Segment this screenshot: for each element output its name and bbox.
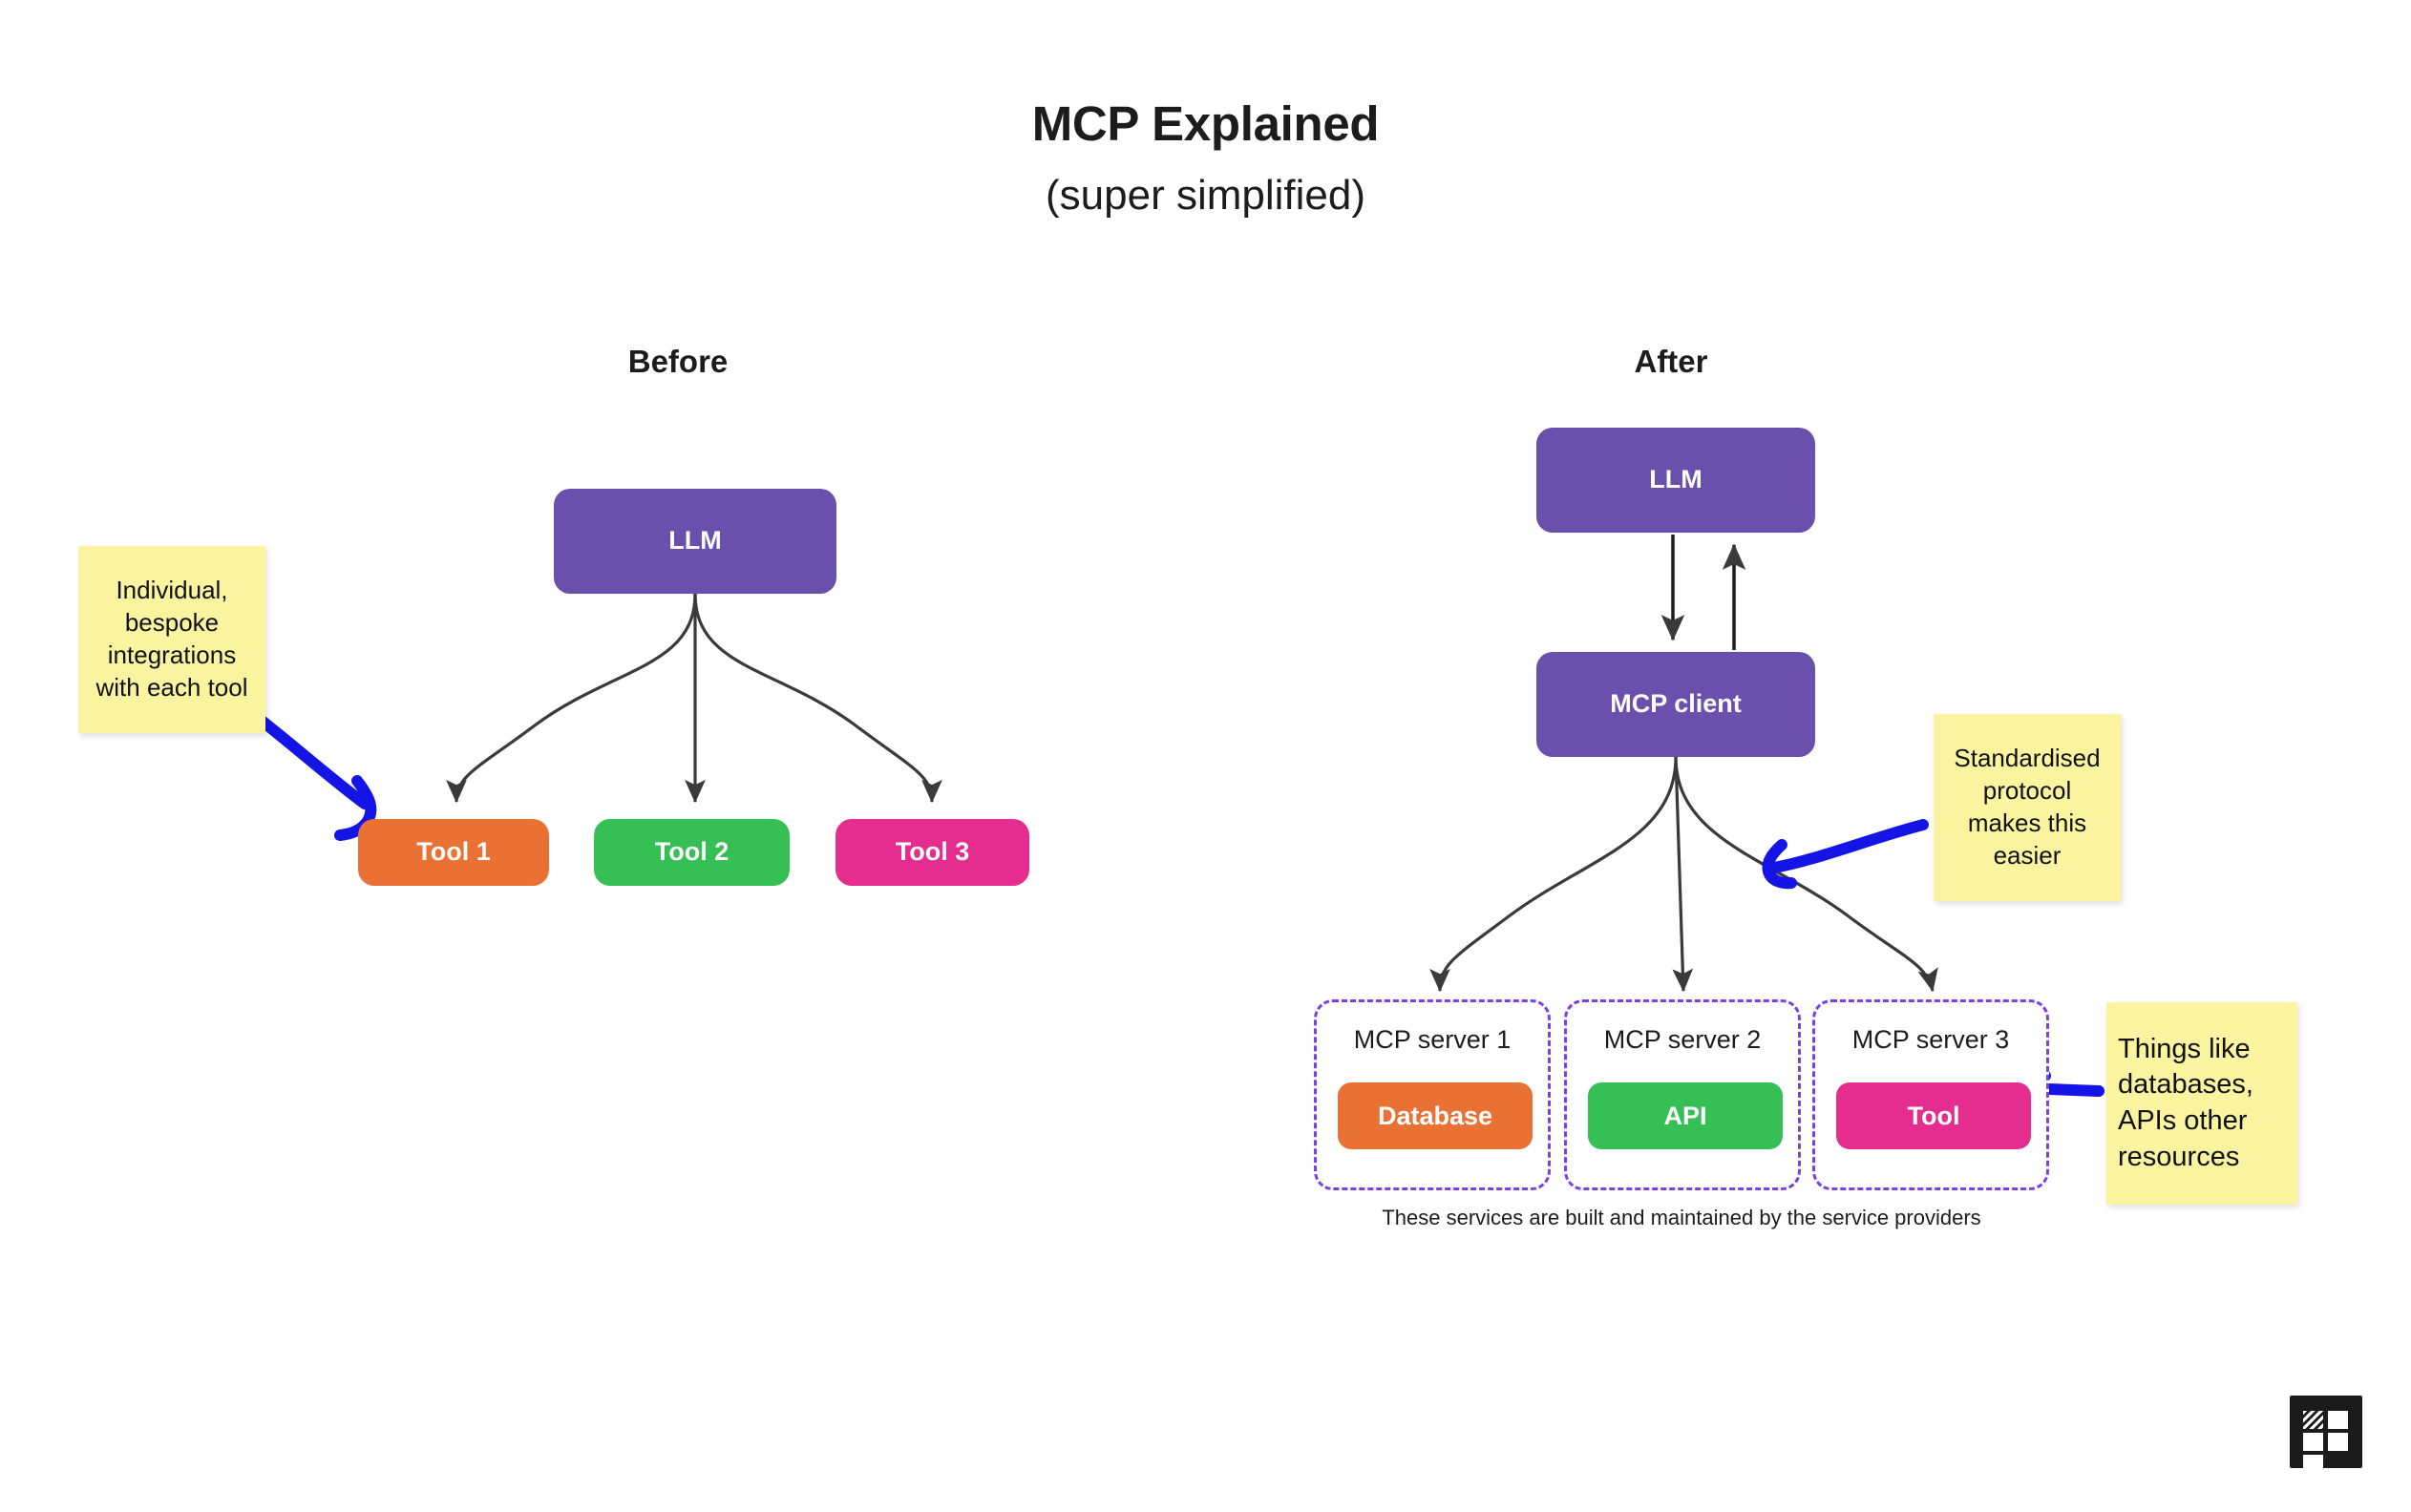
blue-annotation-arrow-sticky-to-tool1 (250, 710, 377, 841)
mcp-server-2-label: MCP server 2 (1603, 1025, 1762, 1054)
before-edges (446, 593, 942, 804)
mcp-server-3-label: MCP server 3 (1851, 1025, 2010, 1054)
page-subtitle: (super simplified) (1046, 172, 1365, 219)
node-tool-2[interactable]: Tool 2 (594, 819, 790, 886)
mcp-server-1-container[interactable]: MCP server 1 Database (1314, 999, 1551, 1190)
node-llm-after-label: LLM (1649, 465, 1703, 494)
section-heading-before: Before (627, 344, 729, 379)
node-tool-3-label: Tool 3 (895, 837, 970, 867)
sticky-note-things-like-resources[interactable]: Things like databases, APIs other resour… (2106, 1002, 2297, 1205)
node-tool-1-label: Tool 1 (416, 837, 491, 867)
node-tool-2-label: Tool 2 (654, 837, 730, 867)
mcp-server-3-chip-tool[interactable]: Tool (1836, 1082, 2031, 1149)
after-llm-client-edges (1660, 535, 1746, 650)
mcp-server-1-chip-label: Database (1377, 1101, 1493, 1130)
node-llm-after[interactable]: LLM (1536, 428, 1815, 533)
node-llm-before-label: LLM (668, 526, 722, 556)
mcp-server-2-chip-api[interactable]: API (1588, 1082, 1783, 1149)
node-mcp-client[interactable]: MCP client (1536, 652, 1815, 757)
logo-block-top-right (2328, 1411, 2348, 1429)
node-tool-1[interactable]: Tool 1 (358, 819, 549, 886)
logo-block-mid-right (2328, 1433, 2348, 1451)
brand-logo-icon (2290, 1396, 2362, 1468)
mcp-server-3-container[interactable]: MCP server 3 Tool (1812, 999, 2049, 1190)
logo-block-bottom-left (2303, 1455, 2323, 1468)
sticky-note-standardised-protocol[interactable]: Standardised protocol makes this easier (1934, 714, 2121, 901)
mcp-server-3-chip-label: Tool (1907, 1101, 1960, 1130)
logo-block-mid-left (2303, 1433, 2323, 1451)
node-tool-3[interactable]: Tool 3 (835, 819, 1029, 886)
sticky-note-bespoke-integrations-text: Individual, bespoke integrations with ea… (95, 576, 248, 702)
mcp-server-1-label: MCP server 1 (1353, 1025, 1512, 1054)
mcp-server-2-container[interactable]: MCP server 2 API (1564, 999, 1801, 1190)
sticky-note-standardised-protocol-text: Standardised protocol makes this easier (1954, 744, 2101, 870)
mcp-server-1-chip-database[interactable]: Database (1338, 1082, 1533, 1149)
node-llm-before[interactable]: LLM (554, 489, 836, 594)
page-title: MCP Explained (1031, 96, 1380, 151)
node-mcp-client-label: MCP client (1610, 689, 1742, 719)
blue-annotation-arrow-sticky-to-fan (1762, 819, 1929, 890)
sticky-note-things-like-resources-text: Things like databases, APIs other resour… (2118, 1033, 2253, 1172)
after-client-server-edges (1429, 756, 1938, 993)
service-providers-caption: These services are built and maintained … (1382, 1206, 1981, 1229)
logo-block-hatched (2303, 1411, 2323, 1429)
sticky-note-bespoke-integrations[interactable]: Individual, bespoke integrations with ea… (78, 546, 265, 733)
mcp-server-2-chip-label: API (1663, 1101, 1707, 1130)
section-heading-after: After (1634, 344, 1708, 379)
